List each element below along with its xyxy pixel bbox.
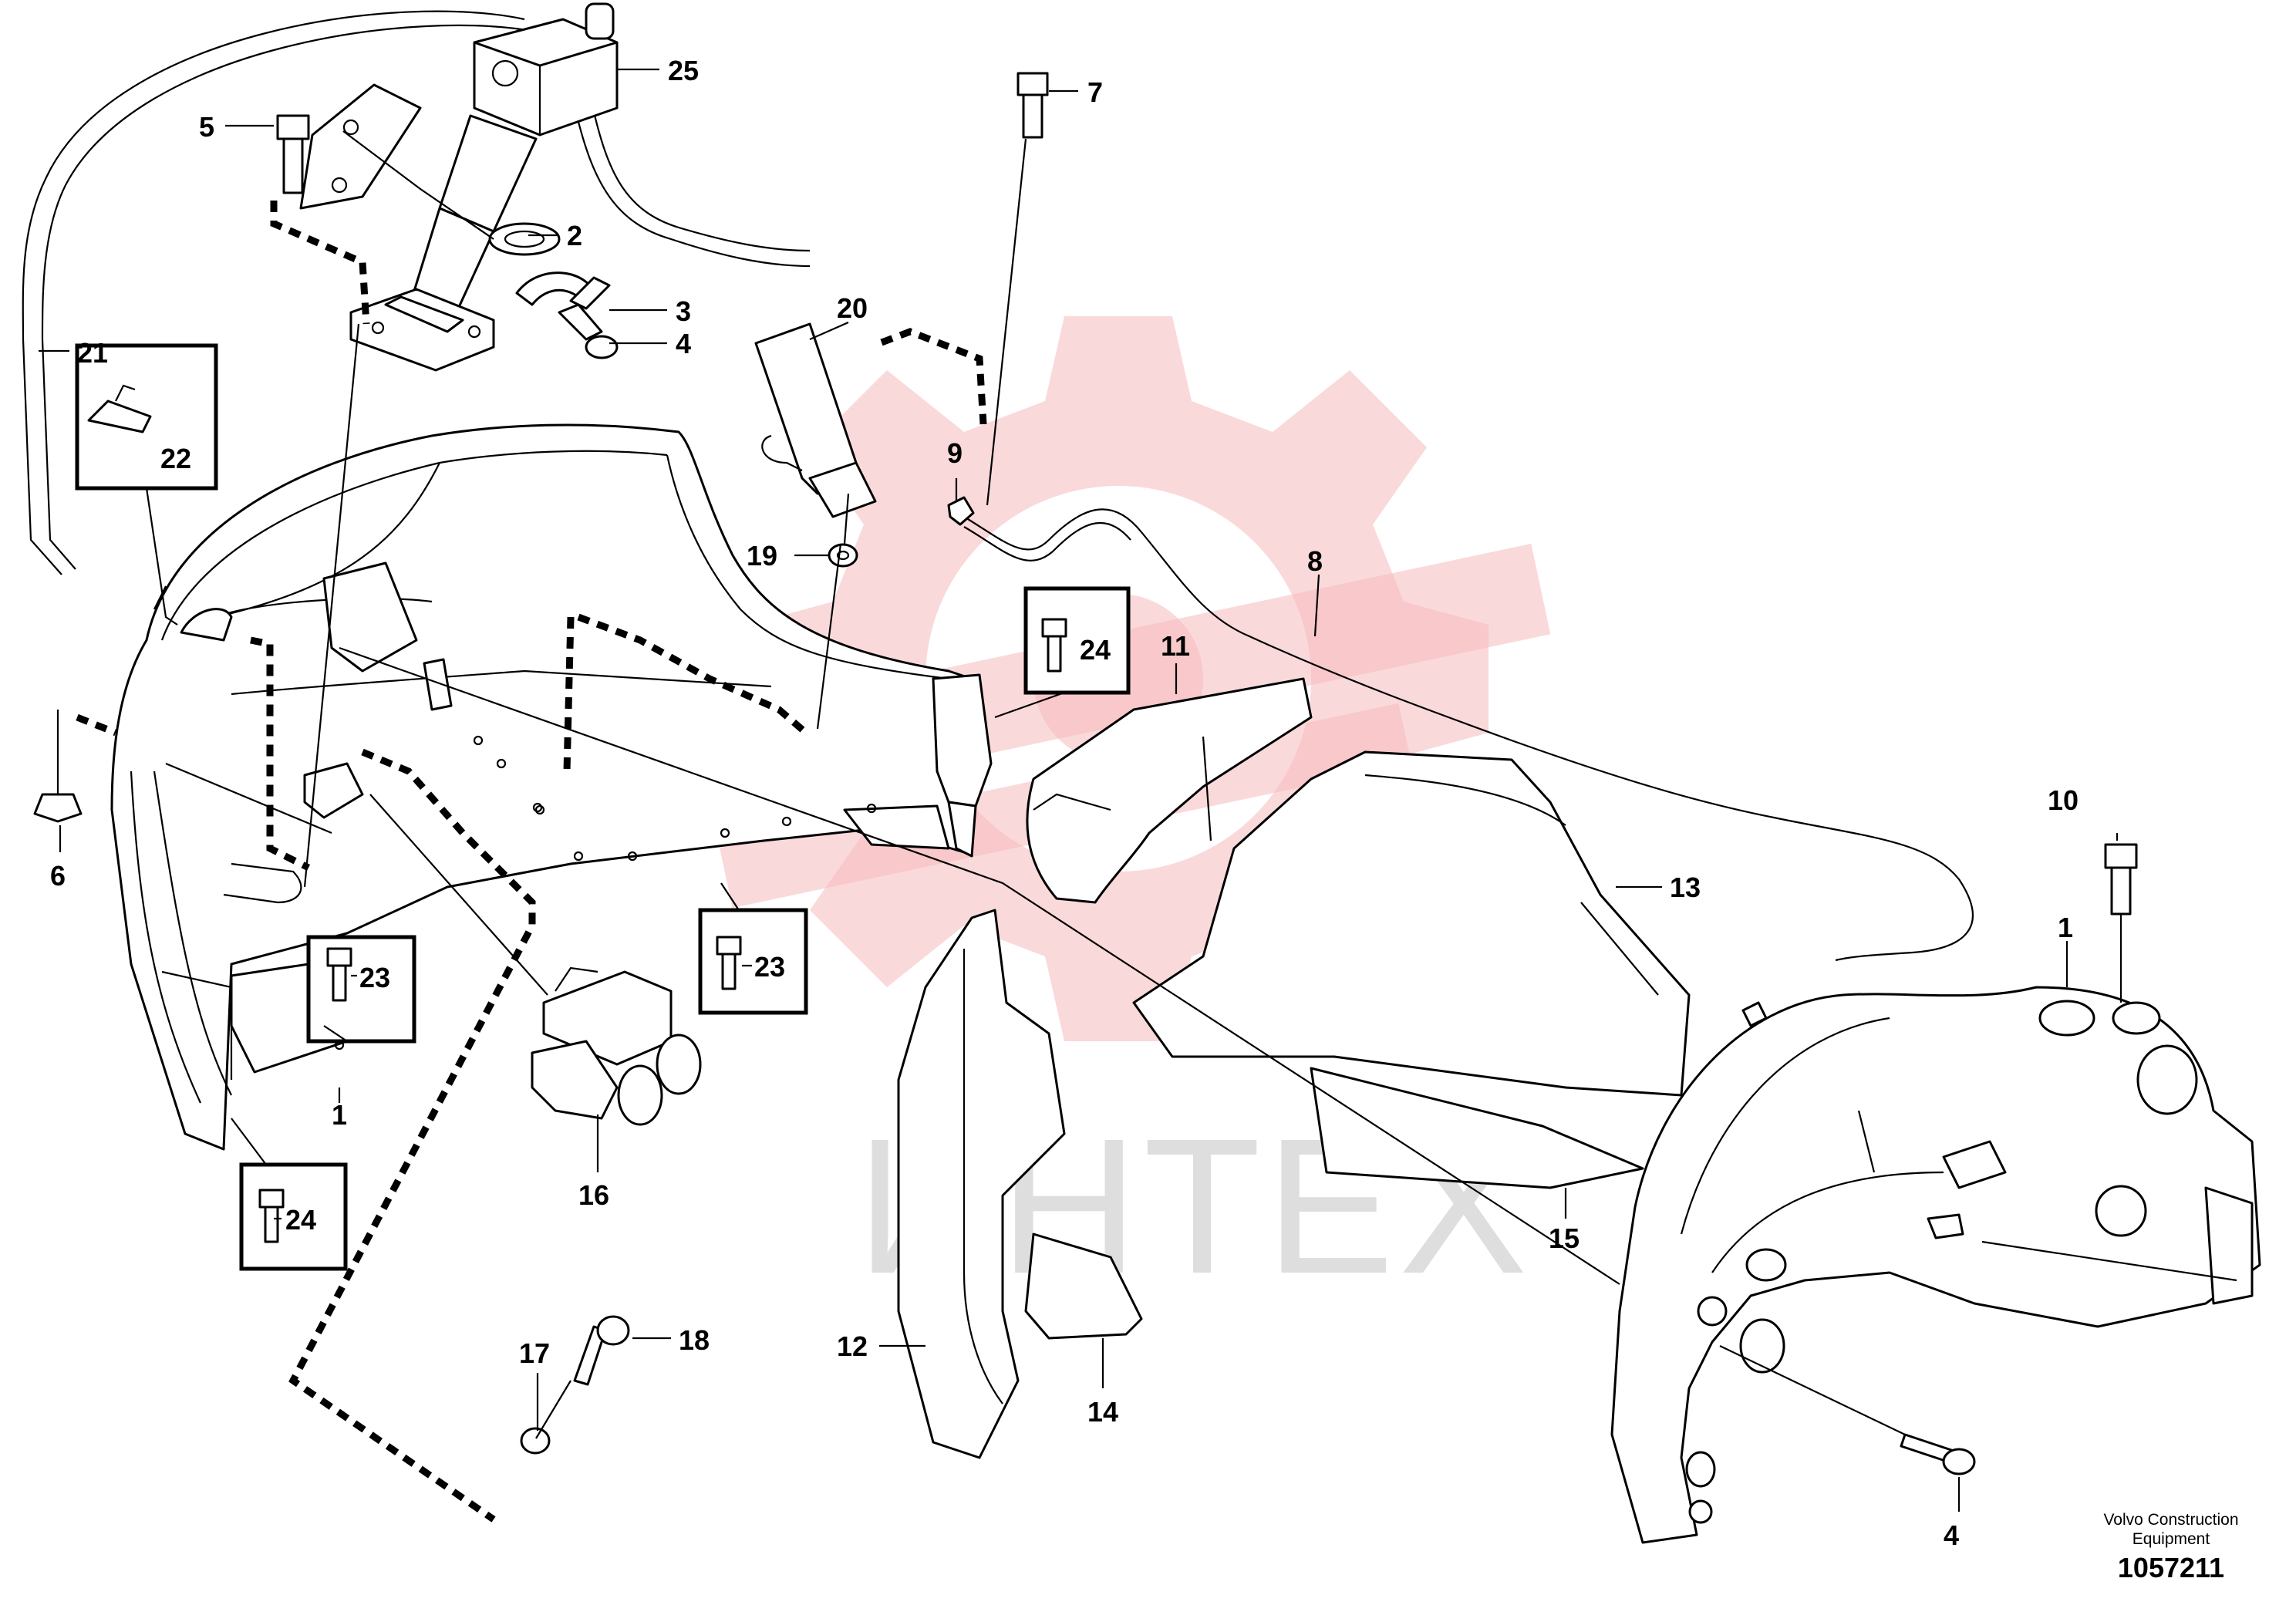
callout-11: 11 (1161, 630, 1190, 662)
drawing-footer: Volvo Construction Equipment 1057211 (2103, 1511, 2238, 1583)
callout-24-lower: 24 (285, 1204, 316, 1236)
callout-15: 15 (1549, 1222, 1580, 1254)
bracket-upper (299, 83, 422, 210)
part-12-trim (897, 909, 1066, 1459)
part-11-panel (1026, 677, 1313, 904)
part-2-cap (488, 222, 561, 256)
publisher-line-1: Volvo Construction (2103, 1511, 2238, 1529)
callout-leaders (39, 68, 2119, 1512)
part-14-piece (1024, 1233, 1143, 1340)
bolt-7 (1017, 72, 1049, 139)
callout-19: 19 (747, 540, 777, 572)
assembly-lines (145, 130, 2122, 1439)
part-dashboard-shell (110, 423, 993, 1151)
callout-25: 25 (668, 55, 699, 86)
callout-7: 7 (1087, 76, 1103, 108)
callout-18: 18 (679, 1324, 710, 1356)
box-23-left (306, 935, 416, 1044)
callout-3: 3 (676, 295, 691, 327)
part-base-plate (349, 288, 495, 372)
callout-13: 13 (1670, 872, 1701, 903)
callout-23-center: 23 (754, 951, 785, 983)
callout-5: 5 (199, 111, 214, 143)
bolt-10 (2104, 843, 2138, 916)
callout-1-left: 1 (332, 1099, 347, 1131)
callout-9: 9 (947, 437, 963, 469)
publisher-line-2: Equipment (2132, 1530, 2210, 1548)
part-9-clip (947, 496, 975, 526)
callout-17: 17 (519, 1337, 550, 1369)
callout-8: 8 (1307, 545, 1323, 577)
part-17-18 (520, 1315, 630, 1455)
callout-12: 12 (837, 1330, 868, 1362)
dashed-assembly-lines (76, 201, 987, 1523)
callout-10: 10 (2048, 784, 2079, 816)
callout-23-left: 23 (359, 962, 390, 993)
hose-from-25-b (592, 111, 811, 252)
callout-22: 22 (160, 443, 191, 474)
part-15-strip (1310, 1067, 1644, 1189)
box-22 (75, 343, 218, 491)
part-20-bracket (754, 322, 877, 518)
callout-2: 2 (567, 220, 582, 251)
callout-labels: 25 7 5 2 3 4 21 20 22 9 19 8 24 11 6 13 … (50, 55, 2079, 1551)
callout-24-upper: 24 (1080, 634, 1111, 666)
callout-4-lower: 4 (1944, 1519, 1959, 1551)
callout-20: 20 (837, 292, 868, 324)
drawing-number: 1057211 (2118, 1552, 2224, 1583)
part-8-cable (963, 508, 1974, 962)
part-25-reservoir (407, 2, 619, 325)
callout-14: 14 (1087, 1396, 1118, 1428)
callout-6: 6 (50, 860, 66, 892)
part-13-panel (1132, 750, 1691, 1097)
callout-21: 21 (77, 337, 108, 369)
part-19-washer (828, 543, 858, 568)
part-3-clamp (515, 271, 611, 310)
callout-4-upper: 4 (676, 328, 691, 359)
bolt-4-upper (558, 303, 619, 359)
box-24-lower (239, 1162, 348, 1271)
callout-16: 16 (578, 1179, 609, 1211)
part-16-motor (531, 966, 702, 1126)
bolt-6 (33, 710, 83, 823)
box-23-center (698, 908, 808, 1015)
part-1-housing (1610, 986, 2261, 1544)
box-24-upper (1023, 586, 1131, 695)
hose-21 (22, 10, 541, 575)
hose-from-25 (575, 115, 811, 268)
callout-1-right: 1 (2058, 912, 2073, 943)
bolt-5 (276, 114, 310, 194)
bolt-4-lower (1900, 1433, 1976, 1475)
